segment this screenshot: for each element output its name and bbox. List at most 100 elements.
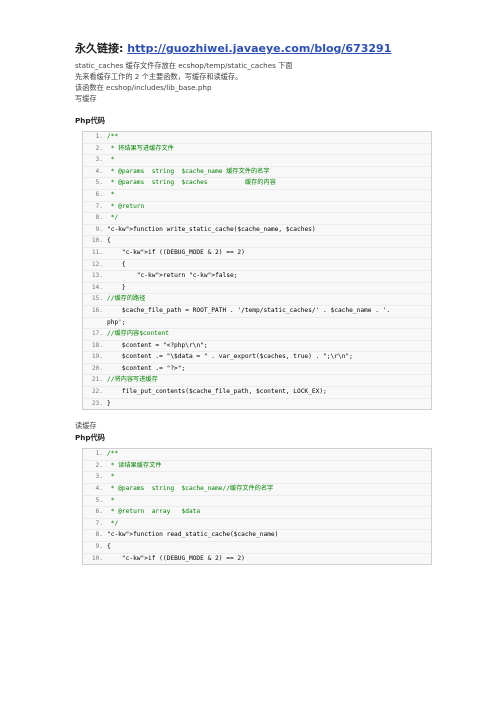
line-number: 2. — [95, 144, 103, 152]
code-text: //缓存的路径 — [107, 295, 146, 303]
line-number: 8. — [95, 531, 103, 539]
code-line: 8."c-kw">function read_static_cache($cac… — [83, 530, 431, 542]
code-text: $content .= "\$data = " . var_export($ca… — [107, 353, 353, 361]
code-text: //缓存内容$content — [107, 330, 170, 338]
code-text: /** — [107, 450, 119, 458]
line-number: 10. — [91, 237, 103, 245]
code-line: 8. */ — [83, 213, 431, 225]
code-line: 13. "c-kw">return "c-kw">false; — [83, 271, 431, 283]
line-number: 14. — [91, 283, 103, 291]
code-caption-write: Php代码 — [75, 116, 105, 125]
code-text: * — [107, 473, 115, 481]
line-number: 20. — [91, 364, 103, 372]
line-number: 3. — [95, 473, 103, 481]
code-text: $content .= "?>"; — [107, 364, 186, 372]
code-line: 6. * — [83, 190, 431, 202]
line-number: 8. — [95, 214, 103, 222]
code-line: 5. * @params string $caches 缓存的内容 — [83, 178, 431, 190]
line-number: 7. — [95, 202, 103, 210]
code-line: 18. $content = "<?php\r\n"; — [83, 341, 431, 353]
code-line: 9. { — [83, 542, 431, 554]
line-number: 7. — [95, 519, 103, 527]
code-text: { — [107, 237, 111, 245]
code-line: 7. */ — [83, 519, 431, 531]
code-line: 15. //缓存的路径 — [83, 294, 431, 306]
code-text: } — [107, 399, 111, 407]
line-number: 6. — [95, 190, 103, 198]
code-text: } — [107, 283, 126, 291]
code-line: 7. * @return — [83, 202, 431, 214]
code-text: * — [107, 156, 115, 164]
code-line: 2. * 将结果写进缓存文件 — [83, 144, 431, 156]
code-text: //将内容写进缓存 — [107, 376, 158, 384]
line-number: 16. — [91, 306, 103, 314]
code-line: 2. * 读结果缓存文件 — [83, 461, 431, 473]
line-number: 10. — [91, 554, 103, 562]
code-text: * 读结果缓存文件 — [107, 461, 162, 469]
intro-line-3: 该函数在 ecshop/includes/lib_base.php — [75, 83, 212, 92]
code-text: */ — [107, 519, 119, 527]
line-number: 4. — [95, 485, 103, 493]
code-text: * @return array $data — [107, 508, 201, 516]
line-number: 5. — [95, 496, 103, 504]
line-number: 23. — [91, 399, 103, 407]
intro-line-4: 写缓存 — [75, 94, 97, 103]
code-line: 12. { — [83, 260, 431, 272]
permalink-url[interactable]: http://guozhiwei.javaeye.com/blog/673291 — [127, 42, 392, 55]
code-text: { — [107, 260, 126, 268]
line-number — [83, 318, 107, 329]
line-number: 2. — [95, 461, 103, 469]
intro-line-1: static_caches 缓存文件存放在 ecshop/temp/static… — [75, 61, 293, 70]
line-number: 9. — [95, 225, 103, 233]
line-number: 21. — [91, 376, 103, 384]
code-line: 17. //缓存内容$content — [83, 329, 431, 341]
line-number: 6. — [95, 508, 103, 516]
code-line: 6. * @return array $data — [83, 507, 431, 519]
line-number: 12. — [91, 260, 103, 268]
code-line: 10. "c-kw">if ((DEBUG_MODE & 2) == 2) — [83, 554, 431, 565]
code-text: "c-kw">if ((DEBUG_MODE & 2) == 2) — [121, 248, 245, 256]
line-number: 9. — [95, 543, 103, 550]
code-line: 3. * — [83, 155, 431, 167]
line-number: 11. — [91, 248, 103, 256]
line-number: 13. — [91, 272, 103, 280]
code-line: 5. * — [83, 496, 431, 508]
line-number: 18. — [91, 341, 103, 349]
code-line: 1. /** — [83, 449, 431, 461]
permalink-label: 永久链接: — [75, 42, 128, 55]
code-line: 3. * — [83, 472, 431, 485]
code-line: 22. file_put_contents($cache_file_path, … — [83, 387, 431, 399]
code-line: 21. //将内容写进缓存 — [83, 375, 431, 388]
line-number: 4. — [95, 167, 103, 175]
code-line: 4. * @params string $cache_name 缓存文件的名字 — [83, 167, 431, 179]
code-text: * — [107, 496, 115, 504]
code-caption-read: Php代码 — [75, 433, 105, 443]
line-number: 17. — [91, 330, 103, 338]
code-line: 4. * @params string $cache_name//缓存文件的名字 — [83, 484, 431, 496]
code-text: "c-kw">return "c-kw">false; — [136, 272, 238, 280]
line-number: 15. — [91, 295, 103, 303]
document-page: 永久链接: http://guozhiwei.javaeye.com/blog/… — [75, 40, 435, 566]
line-number: 1. — [95, 133, 103, 140]
code-text: * @return — [107, 202, 145, 210]
code-text: file_put_contents($cache_file_path, $con… — [107, 388, 327, 396]
intro-line-2: 先来看缓存工作的 2 个主要函数，写缓存和读缓存。 — [75, 72, 243, 81]
code-line: 19. $content .= "\$data = " . var_export… — [83, 352, 431, 364]
line-number: 5. — [95, 179, 103, 187]
line-number: 22. — [91, 388, 103, 396]
code-text: { — [107, 543, 111, 550]
line-number: 1. — [95, 450, 103, 458]
code-text: $content = "<?php\r\n"; — [107, 341, 208, 349]
code-text: * — [107, 190, 115, 198]
code-line: php'; — [83, 318, 431, 330]
code-text: $cache_file_path = ROOT_PATH . '/temp/st… — [107, 306, 391, 314]
code-text: * 将结果写进缓存文件 — [107, 144, 174, 152]
permalink-line: 永久链接: http://guozhiwei.javaeye.com/blog/… — [75, 40, 435, 56]
code-text: "c-kw">function write_static_cache($cach… — [107, 225, 316, 233]
code-line: 23.} — [83, 399, 431, 410]
code-text: /** — [107, 133, 119, 140]
code-line: 9. "c-kw">function write_static_cache($ca… — [83, 225, 431, 237]
code-text: * @params string $cache_name 缓存文件的名字 — [107, 167, 270, 175]
